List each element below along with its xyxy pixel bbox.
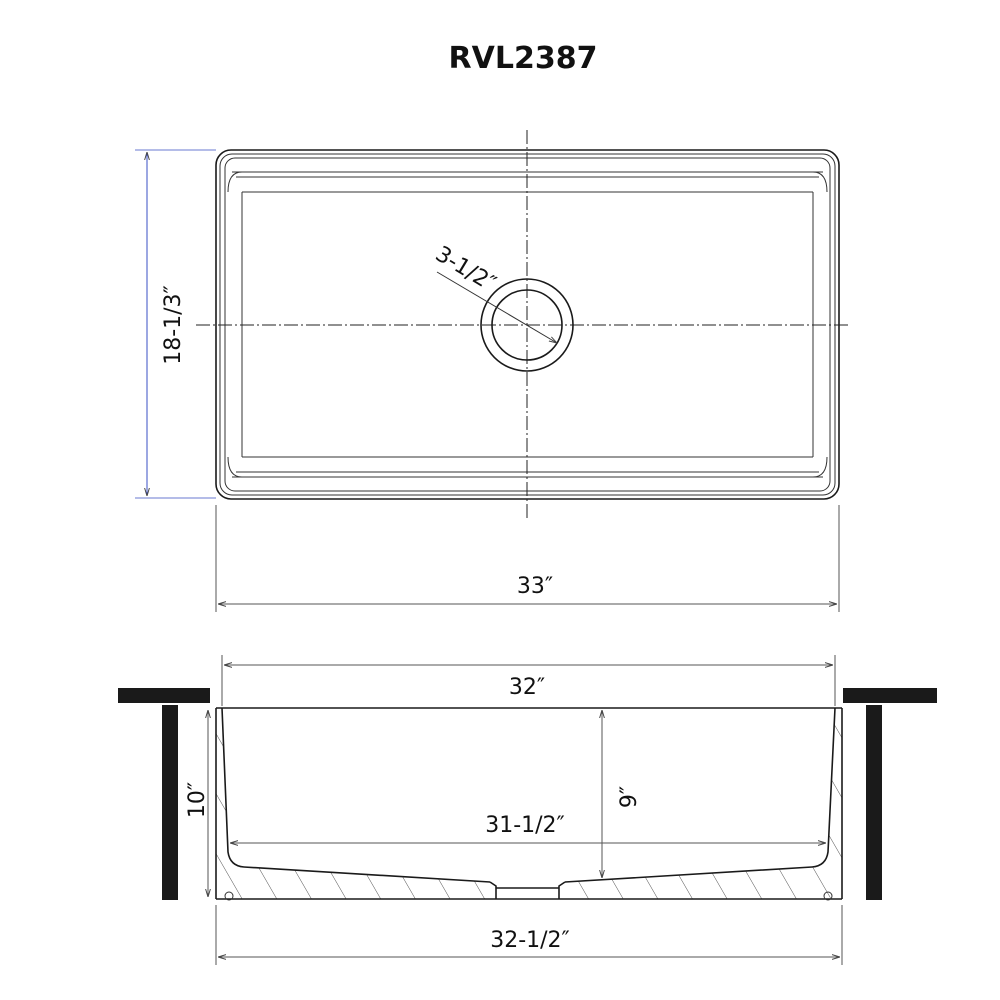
- drain-hole: [491, 289, 563, 361]
- depth-label: 18-1/3″: [161, 285, 186, 365]
- cabinet-wall-left: [162, 705, 178, 900]
- bottom-inner-width-label: 31-1/2″: [485, 813, 565, 838]
- drain-section: [489, 881, 566, 899]
- model-title: RVL2387: [449, 41, 598, 76]
- front-view: 32″ 10″ 9″ 31-1/2″ 32-1/2″: [118, 655, 937, 965]
- cabinet-wall-right: [866, 705, 882, 900]
- height-label: 10″: [185, 782, 210, 818]
- width-label: 33″: [517, 574, 553, 599]
- countertop-right: [843, 688, 937, 703]
- bowl-depth-label: 9″: [617, 786, 642, 808]
- base-width-label: 32-1/2″: [490, 928, 570, 953]
- drain-flange: [480, 278, 574, 372]
- countertop-left: [118, 688, 210, 703]
- top-view: 3-1/2″ 18-1/3″ 33″: [135, 130, 850, 612]
- top-inner-width-label: 32″: [509, 675, 545, 700]
